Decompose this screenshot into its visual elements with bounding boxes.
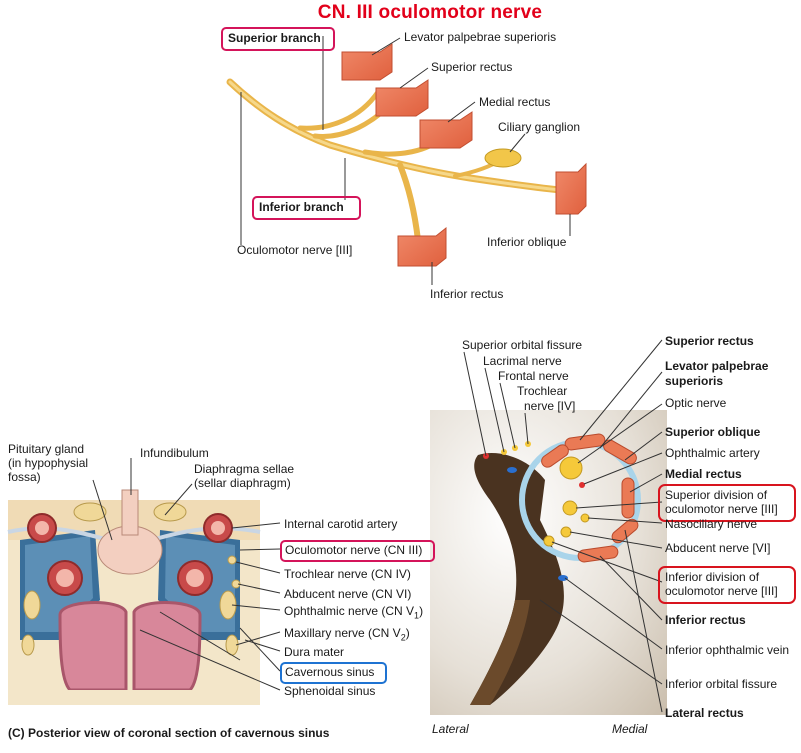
superior-branch-box bbox=[221, 27, 335, 51]
infundibulum bbox=[121, 489, 139, 536]
inferior-oblique-muscle bbox=[555, 162, 587, 215]
label-pituitary-3: fossa) bbox=[8, 470, 41, 484]
cavernous-sinus-illustration bbox=[7, 489, 261, 705]
label-inferior-branch: Inferior branch bbox=[259, 200, 344, 214]
label-r-levator-1: Levator palpebrae bbox=[665, 359, 769, 373]
maxillary-subscript: 2 bbox=[400, 632, 406, 643]
medial-rectus-muscle bbox=[419, 111, 473, 149]
label-maxillary: Maxillary nerve (CN V2) bbox=[284, 626, 410, 643]
orbital-apex-illustration bbox=[430, 410, 667, 715]
label-r-levator-2: superioris bbox=[665, 374, 724, 388]
inferior-rectus-muscle bbox=[397, 226, 447, 267]
label-internal-carotid: Internal carotid artery bbox=[284, 517, 398, 531]
label-r-nasociliary: Nasociliary nerve bbox=[665, 517, 758, 531]
label-abducent: Abducent nerve (CN VI) bbox=[284, 587, 412, 601]
left-caption: (C) Posterior view of coronal section of… bbox=[8, 726, 330, 740]
label-lateral: Lateral bbox=[432, 722, 469, 736]
label-r-inf-orbital-fissure: Inferior orbital fissure bbox=[665, 677, 778, 691]
label-diaphragma-2: (sellar diaphragm) bbox=[194, 476, 291, 490]
label-medial: Medial bbox=[612, 722, 648, 736]
oculomotor-box bbox=[280, 540, 435, 562]
left-leader-lines bbox=[92, 458, 281, 691]
label-pituitary-1: Pituitary gland bbox=[8, 442, 85, 456]
ophthalmic-subscript: 1 bbox=[414, 610, 420, 621]
label-r-superior-oblique: Superior oblique bbox=[665, 425, 761, 439]
label-dura: Dura mater bbox=[284, 645, 345, 659]
label-r-inf-ophthalmic-vein: Inferior ophthalmic vein bbox=[665, 643, 790, 657]
label-trochlear-1: Trochlear bbox=[517, 384, 568, 398]
ciliary-ganglion-shape bbox=[484, 148, 522, 168]
inferior-branch-box bbox=[252, 196, 361, 220]
label-oculomotor-nerve: Oculomotor nerve [III] bbox=[237, 243, 353, 257]
figure-title: CN. III oculomotor nerve bbox=[317, 2, 543, 23]
label-inferior-oblique: Inferior oblique bbox=[487, 235, 567, 249]
cavernous-box bbox=[280, 662, 387, 684]
label-infundibulum: Infundibulum bbox=[140, 446, 209, 460]
label-r-superior-rectus: Superior rectus bbox=[665, 334, 754, 348]
right-leader-lines bbox=[463, 339, 663, 713]
inf-division-box bbox=[658, 566, 796, 604]
muscle-blocks bbox=[341, 43, 587, 267]
label-lacrimal: Lacrimal nerve bbox=[483, 354, 562, 368]
label-r-inferior-rectus: Inferior rectus bbox=[665, 613, 746, 627]
label-sphenoidal: Sphenoidal sinus bbox=[284, 684, 376, 698]
ophthalmic-text: Ophthalmic nerve (CN V bbox=[284, 604, 415, 618]
label-inf-division-1: Inferior division of bbox=[665, 570, 760, 584]
label-frontal: Frontal nerve bbox=[498, 369, 569, 383]
label-ophthalmic: Ophthalmic nerve (CN V1) bbox=[284, 604, 424, 621]
label-superior-rectus: Superior rectus bbox=[431, 60, 513, 74]
label-sup-division-1: Superior division of bbox=[665, 488, 768, 502]
label-levator: Levator palpebrae superioris bbox=[404, 30, 557, 44]
label-medial-rectus: Medial rectus bbox=[479, 95, 551, 109]
label-r-optic: Optic nerve bbox=[665, 396, 727, 410]
superior-rectus-muscle bbox=[375, 79, 429, 117]
label-r-lateral-rectus: Lateral rectus bbox=[665, 706, 744, 720]
label-pituitary-2: (in hypophysial bbox=[8, 456, 89, 470]
label-ciliary-ganglion: Ciliary ganglion bbox=[498, 120, 581, 134]
label-r-ophthalmic-artery: Ophthalmic artery bbox=[665, 446, 760, 460]
label-inferior-rectus: Inferior rectus bbox=[430, 287, 504, 301]
levator-muscle bbox=[341, 43, 393, 81]
label-trochlear: Trochlear nerve (CN IV) bbox=[284, 567, 411, 581]
label-diaphragma-1: Diaphragma sellae bbox=[194, 462, 295, 476]
label-sup-orbital-fissure: Superior orbital fissure bbox=[462, 338, 583, 352]
label-trochlear-2: nerve [IV] bbox=[524, 399, 576, 413]
label-cavernous: Cavernous sinus bbox=[285, 665, 375, 679]
label-superior-branch: Superior branch bbox=[228, 31, 321, 45]
label-r-abducent: Abducent nerve [VI] bbox=[665, 541, 771, 555]
label-oculomotor: Oculomotor nerve (CN III) bbox=[285, 543, 423, 557]
label-r-medial-rectus: Medial rectus bbox=[665, 467, 742, 481]
sup-division-box bbox=[658, 484, 796, 522]
top-leader-lines bbox=[240, 36, 571, 285]
label-inf-division-2: oculomotor nerve [III] bbox=[665, 584, 778, 598]
label-sup-division-2: oculomotor nerve [III] bbox=[665, 502, 778, 516]
maxillary-text: Maxillary nerve (CN V bbox=[284, 626, 401, 640]
